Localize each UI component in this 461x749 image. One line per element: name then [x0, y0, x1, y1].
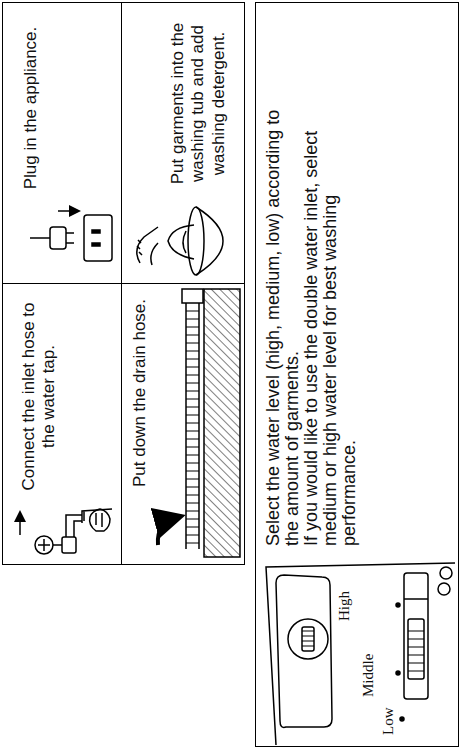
control-panel-illustration [266, 563, 455, 745]
step-text: Plug in the appliance. [21, 8, 41, 208]
water-level-label: High [336, 591, 353, 621]
step-box: Put garments into the washing tub and ad… [121, 2, 245, 284]
water-level-label: Low [380, 708, 397, 736]
drain-hose-illustration [158, 289, 240, 557]
step-box: Plug in the appliance. [2, 2, 122, 284]
water-level-label: Middle [360, 654, 377, 697]
tap-illustration [20, 509, 112, 554]
step-text: If you would like to use the double wate… [302, 106, 359, 546]
step-text: Select the water level (high, medium, lo… [264, 106, 302, 546]
step-box: Select the water level (high, medium, lo… [255, 2, 459, 747]
plug-illustration [30, 211, 112, 261]
step-text: Connect the inlet hose to the water tap. [19, 299, 60, 494]
step-box: Put down the drain hose. [121, 283, 245, 565]
step-text: Put garments into the washing tub and ad… [168, 6, 229, 201]
step-text: Put down the drain hose. [130, 288, 150, 498]
garments-illustration [137, 207, 223, 275]
step-box: Connect the inlet hose to the water tap. [2, 283, 122, 565]
